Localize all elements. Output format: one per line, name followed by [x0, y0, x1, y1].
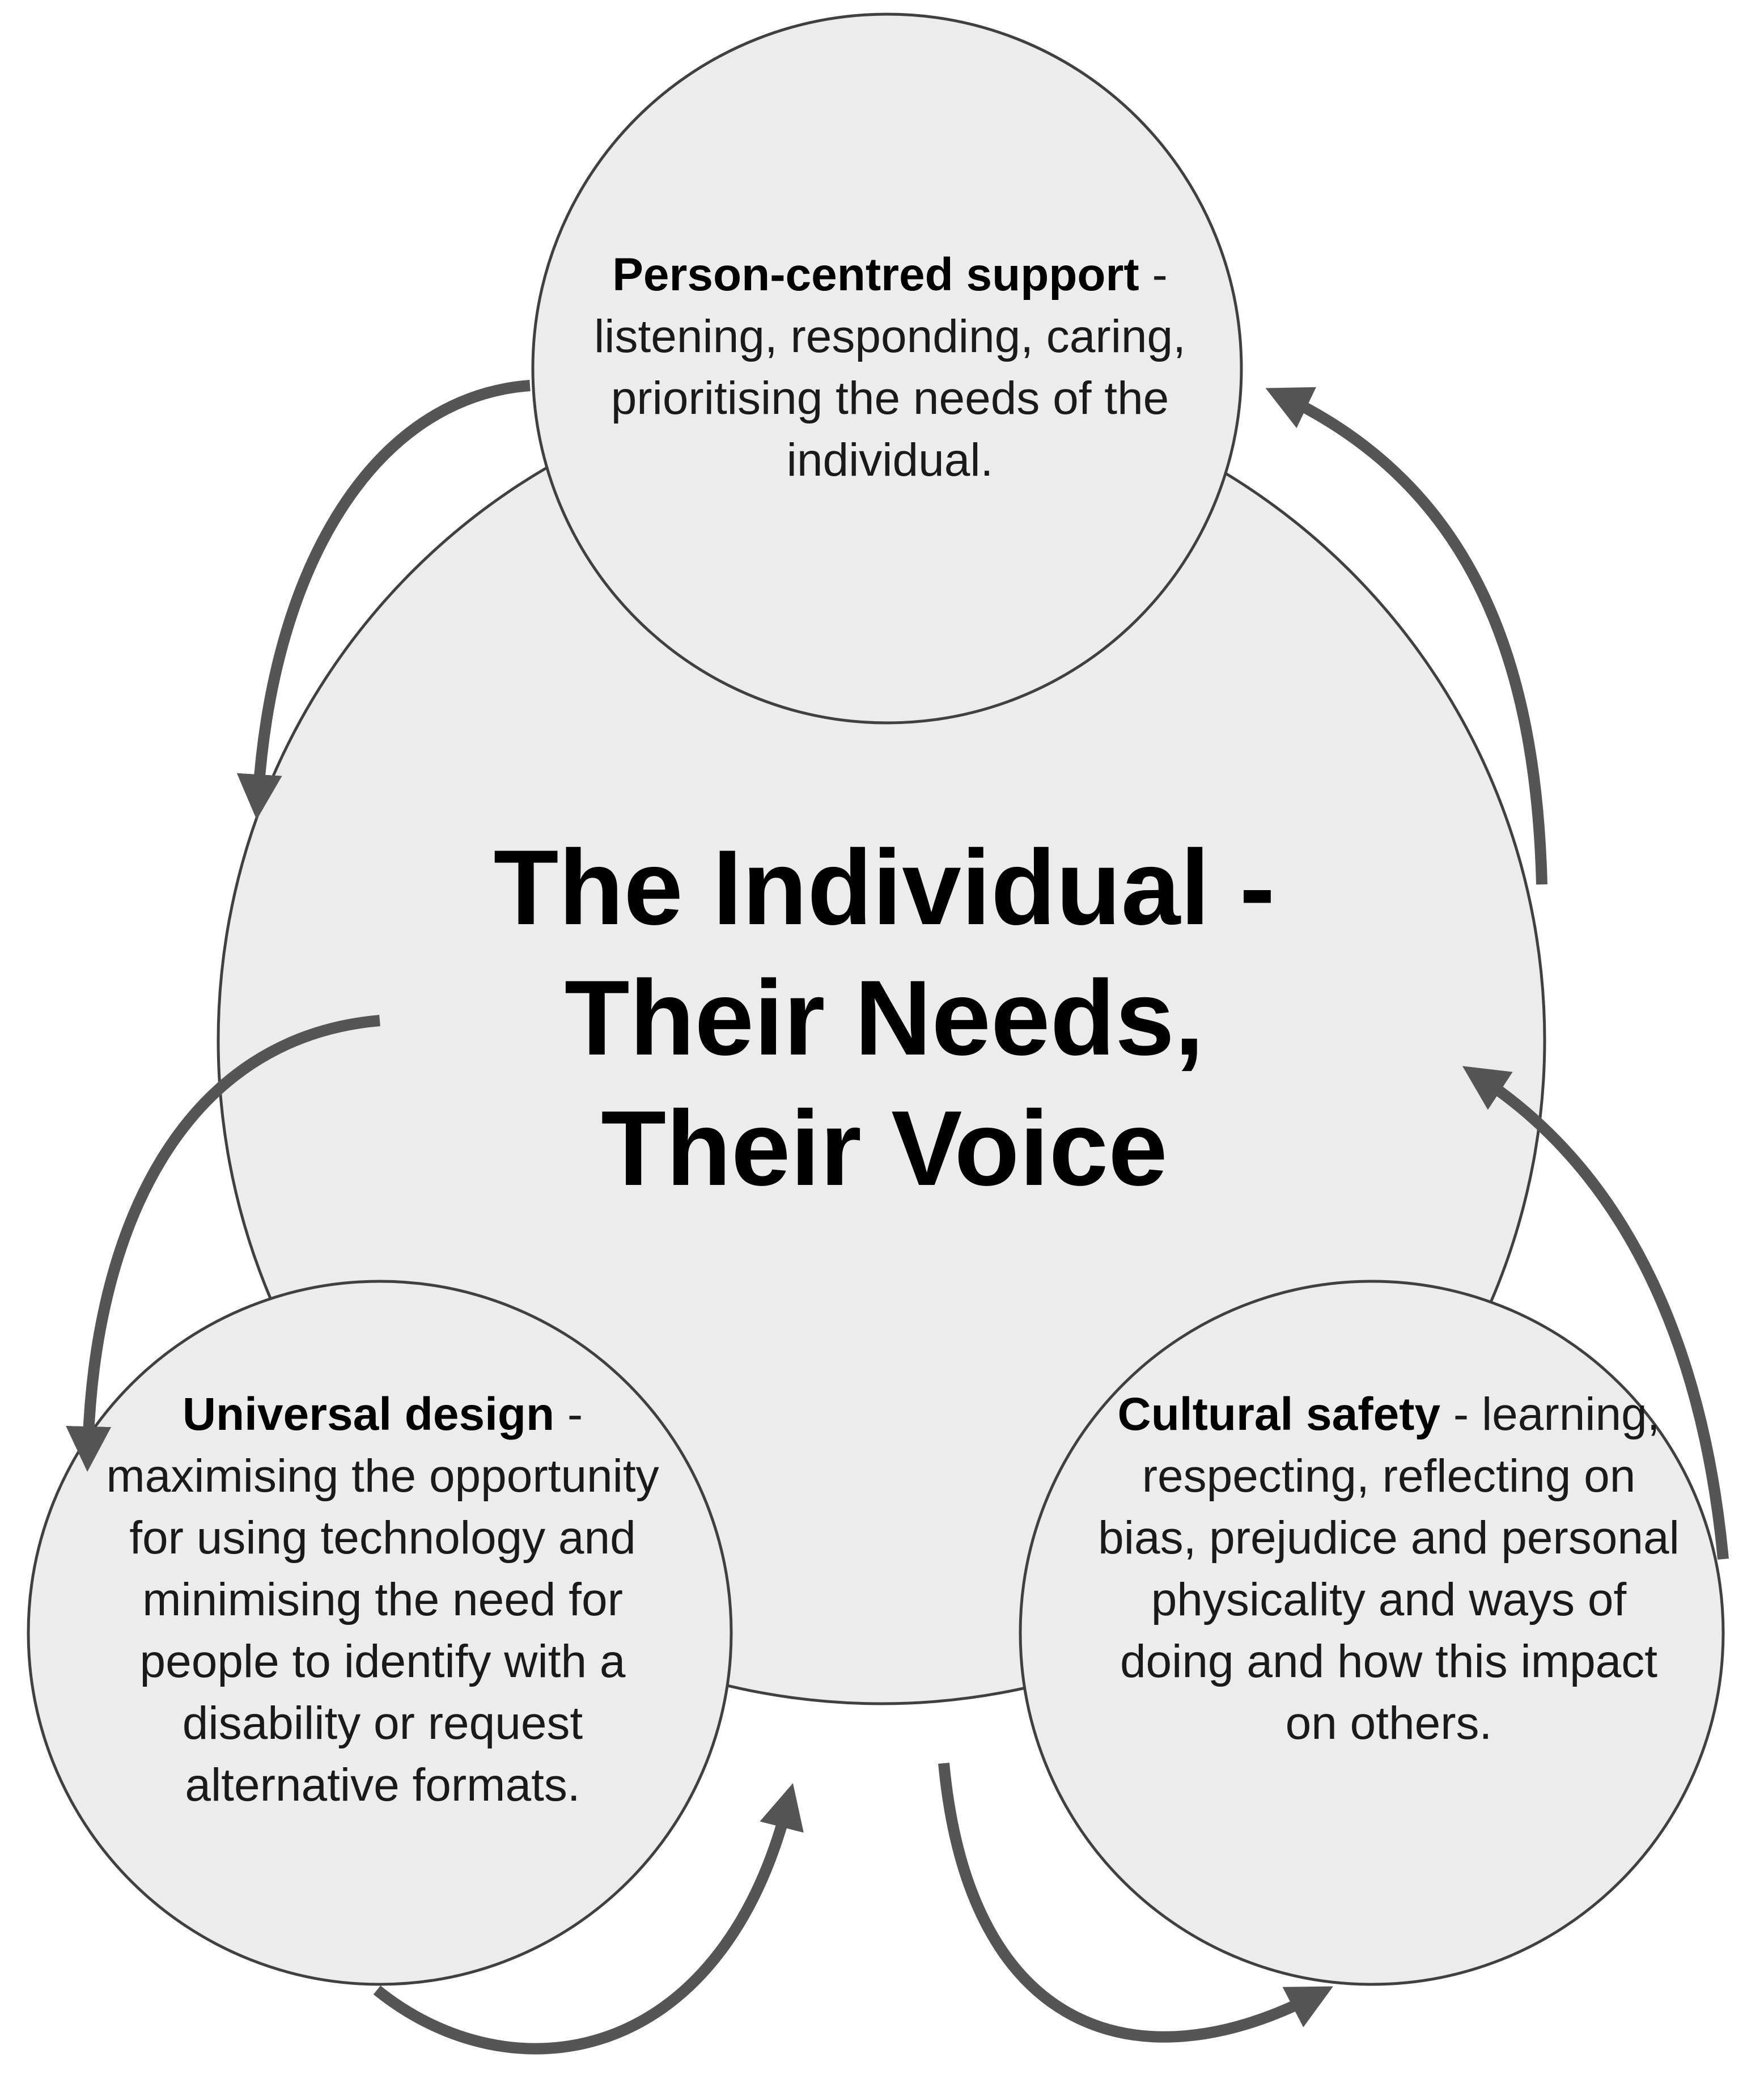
universal-design-title: Universal design: [182, 1388, 555, 1440]
center-title-line-1: The Individual -: [493, 828, 1275, 947]
person-centred-title: Person-centred support: [612, 249, 1139, 300]
person-centred-text: Person-centred support - listening, resp…: [594, 249, 1186, 486]
person-centred-circle: [531, 12, 1243, 725]
universal-design-description: maximising the opportunity for using tec…: [106, 1450, 659, 1811]
person-centred-description: listening, responding, caring, prioritis…: [594, 311, 1186, 486]
center-title-line-2: Their Needs,: [564, 958, 1205, 1077]
cultural-safety-title: Cultural safety: [1117, 1388, 1441, 1440]
cultural-safety-description: learning, respecting, reflecting on bias…: [1098, 1388, 1680, 1749]
center-title: The Individual - Their Needs, Their Voic…: [363, 822, 1406, 1213]
universal-design-circle: [27, 1280, 733, 1986]
universal-design-text: Universal design - maximising the opport…: [106, 1388, 659, 1811]
arrow-center-to-person-right: [1265, 387, 1547, 885]
arrow-center-to-universal: [66, 1015, 380, 1472]
center-title-line-3: Their Voice: [601, 1089, 1168, 1208]
cultural-safety-circle: [1019, 1280, 1725, 1986]
cultural-safety-text: Cultural safety - learning, respecting, …: [1098, 1388, 1680, 1749]
arrow-person-to-center-left: [236, 380, 531, 820]
arrow-center-to-cultural-bottom: [938, 1763, 1334, 2043]
arrow-universal-to-center-bottom: [373, 1783, 804, 2055]
arrow-cultural-to-center-right: [1462, 1066, 1729, 1560]
